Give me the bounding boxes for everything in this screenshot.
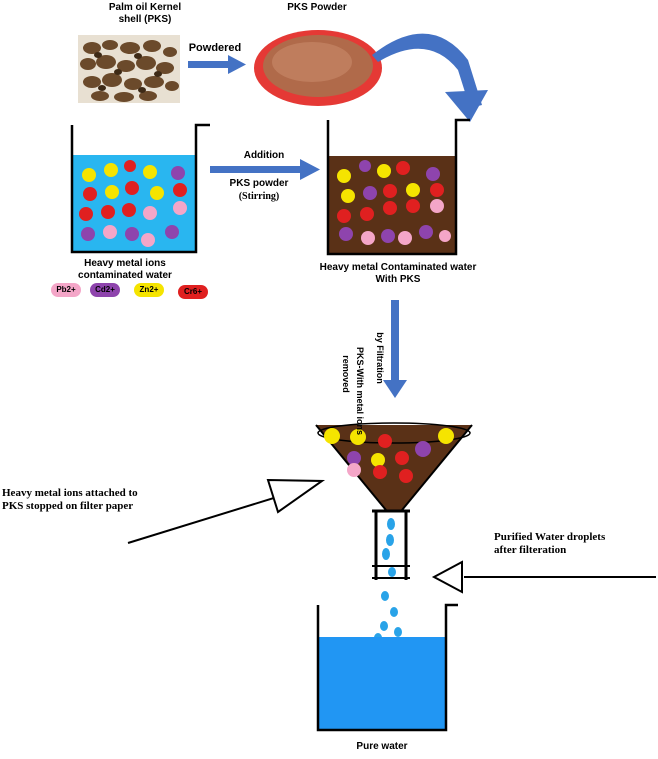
ion-particle xyxy=(398,231,412,245)
ion-particle xyxy=(143,165,157,179)
ion-particle xyxy=(381,229,395,243)
ion-particle xyxy=(438,428,454,444)
ion-particle xyxy=(104,163,118,177)
ion-particle xyxy=(361,231,375,245)
ion-particle xyxy=(399,469,413,483)
ion-particle xyxy=(347,451,361,465)
filtration-label-3: by Filtration xyxy=(375,332,385,384)
ion-particle xyxy=(171,166,185,180)
ion-particle xyxy=(105,185,119,199)
ion-particle xyxy=(371,453,385,467)
legend-pb: Pb2+ xyxy=(51,283,81,297)
ion-particle xyxy=(341,189,355,203)
pks-powder-arrow-label: PKS powder xyxy=(229,178,289,189)
ion-particle xyxy=(150,186,164,200)
filter-paper-pointer xyxy=(127,478,326,544)
ion-particle xyxy=(337,169,351,183)
ion-particle xyxy=(363,186,377,200)
legend-cd: Cd2+ xyxy=(90,283,120,297)
ion-particle xyxy=(83,187,97,201)
ion-particle xyxy=(377,164,391,178)
ion-particle xyxy=(173,183,187,197)
addition-label: Addition xyxy=(243,150,285,161)
ion-particle xyxy=(373,465,387,479)
pks-shell-label: Palm oil Kernel shell (PKS) xyxy=(108,2,182,25)
addition-arrow xyxy=(210,159,320,180)
ion-particle xyxy=(396,161,410,175)
attached-note: Heavy metal ions attached to PKS stopped… xyxy=(2,487,138,512)
contaminated-with-pks-label: Heavy metal Contaminated water With PKS xyxy=(319,262,477,285)
stirring-label: (Stirring) xyxy=(238,191,280,202)
ion-particle xyxy=(426,167,440,181)
beaker-pure-water xyxy=(316,603,458,732)
beaker-with-pks xyxy=(326,118,470,256)
ion-particle xyxy=(339,227,353,241)
pks-shell-image xyxy=(78,35,180,103)
ion-particle xyxy=(378,434,392,448)
pks-powder-dish xyxy=(254,30,382,106)
beaker-contaminated-water xyxy=(70,123,210,254)
ion-particle xyxy=(79,207,93,221)
ion-particle xyxy=(124,160,136,172)
ion-particle xyxy=(430,183,444,197)
funnel xyxy=(315,422,473,580)
ion-particle xyxy=(324,428,340,444)
purified-note: Purified Water droplets after filteratio… xyxy=(494,531,606,556)
curved-arrow xyxy=(372,33,488,122)
ion-particle xyxy=(103,225,117,239)
ion-particle xyxy=(125,227,139,241)
filtration-label-2: removed xyxy=(341,355,351,393)
ion-particle xyxy=(347,463,361,477)
water-droplets xyxy=(374,518,402,643)
ion-particle xyxy=(350,429,366,445)
pks-powder-label: PKS Powder xyxy=(287,2,347,13)
ion-particle xyxy=(406,183,420,197)
ion-particle xyxy=(415,441,431,457)
heavy-metal-water-label: Heavy metal ions contaminated water xyxy=(78,258,172,281)
filtration-label-1: PKS-With metal ions xyxy=(355,347,365,435)
legend-cr: Cr6+ xyxy=(178,285,208,299)
ion-particle xyxy=(143,206,157,220)
ion-particle xyxy=(81,227,95,241)
ion-particle xyxy=(122,203,136,217)
ion-particle xyxy=(406,199,420,213)
ion-particle xyxy=(419,225,433,239)
powdered-arrow xyxy=(188,55,246,74)
ion-particle xyxy=(101,205,115,219)
ion-particle xyxy=(360,207,374,221)
ion-particle xyxy=(383,184,397,198)
pure-water-label: Pure water xyxy=(356,741,408,752)
droplet-pointer xyxy=(431,560,656,594)
ion-particle xyxy=(439,230,451,242)
legend-zn: Zn2+ xyxy=(134,283,164,297)
filtration-arrow xyxy=(383,300,407,398)
ion-particle xyxy=(359,160,371,172)
ion-particle xyxy=(383,201,397,215)
ion-particle xyxy=(337,209,351,223)
ion-particle xyxy=(141,233,155,247)
ion-particle xyxy=(165,225,179,239)
ion-particle xyxy=(395,451,409,465)
ion-particle xyxy=(125,181,139,195)
ion-particle xyxy=(173,201,187,215)
ion-particle xyxy=(430,199,444,213)
ion-particle xyxy=(82,168,96,182)
powdered-label: Powdered xyxy=(188,42,242,54)
